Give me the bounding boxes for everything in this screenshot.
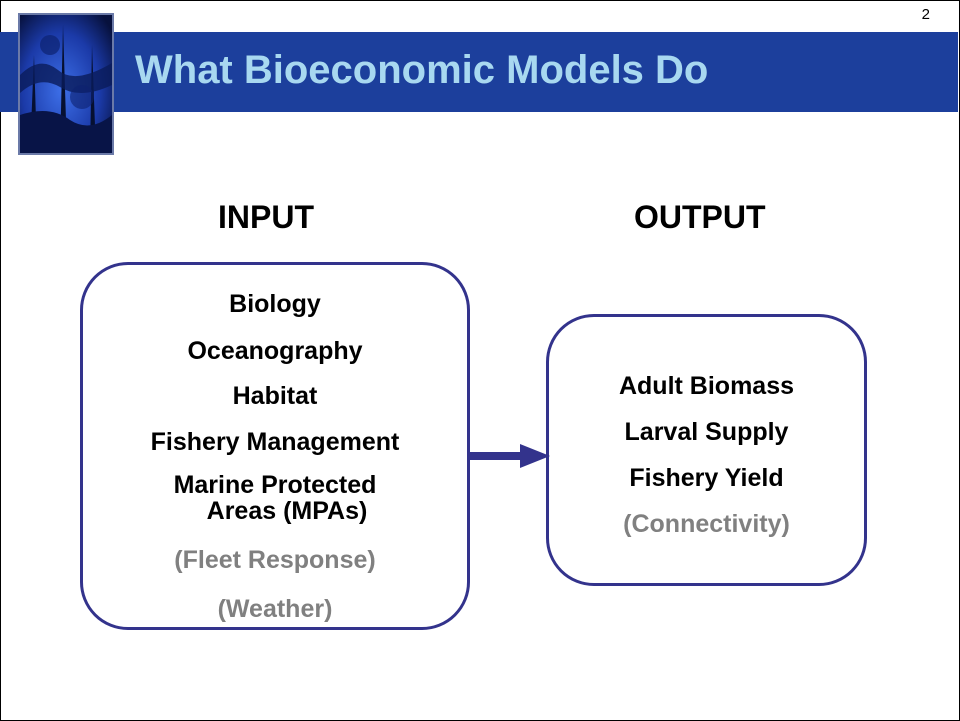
input-heading: INPUT — [218, 199, 314, 235]
output-heading: OUTPUT — [634, 199, 766, 235]
input-item-areas-mpas: Areas (MPAs) — [206, 497, 368, 525]
input-to-output-arrow — [470, 444, 550, 468]
page-number: 2 — [921, 6, 930, 23]
input-item-biology: Biology — [229, 290, 321, 318]
input-item-oceanography: Oceanography — [187, 337, 363, 365]
output-item-fishery-yield: Fishery Yield — [629, 464, 784, 492]
forest-image — [20, 15, 112, 153]
input-item-marine-protected: Marine Protected — [173, 471, 377, 499]
output-item-larval-supply: Larval Supply — [624, 418, 789, 446]
output-box: Adult Biomass Larval Supply Fishery Yiel… — [546, 314, 867, 586]
slide-title: What Bioeconomic Models Do — [135, 48, 709, 92]
input-item-habitat: Habitat — [232, 382, 318, 410]
input-item-weather: (Weather) — [217, 595, 333, 623]
input-box: Biology Oceanography Habitat Fishery Man… — [80, 262, 470, 630]
output-item-adult-biomass: Adult Biomass — [618, 372, 795, 400]
title-bar — [0, 32, 958, 112]
output-item-connectivity: (Connectivity) — [623, 510, 790, 538]
forest-thumbnail-image — [18, 13, 114, 155]
input-item-fishery-management: Fishery Management — [150, 428, 400, 456]
input-item-fleet-response: (Fleet Response) — [174, 546, 376, 574]
